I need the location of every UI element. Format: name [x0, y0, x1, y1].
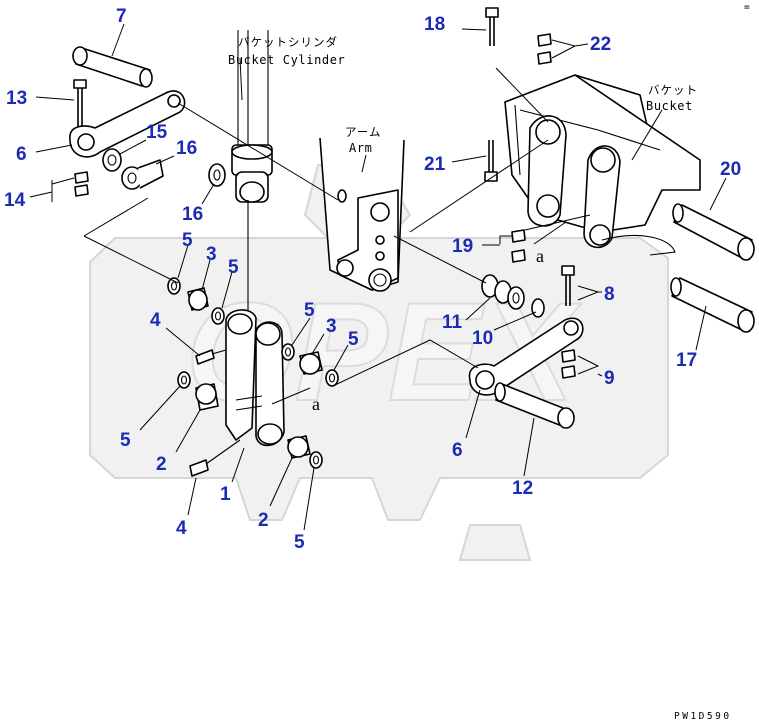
callout-16-a: 16 [176, 138, 197, 159]
callout-6-left: 6 [16, 144, 27, 165]
bucket-part [504, 74, 701, 256]
callout-21: 21 [424, 154, 446, 175]
link-6-right-part [468, 317, 584, 396]
link-1-part [225, 309, 285, 447]
corner-mark: = [744, 2, 752, 13]
callout-19: 19 [452, 236, 473, 257]
ref-mark-a-left: a [312, 394, 320, 414]
grease-fitting-4-a-part [195, 349, 227, 365]
cylinder-en-label: Bucket Cylinder [228, 53, 345, 67]
callout-22: 22 [590, 34, 611, 55]
link-6-left-part [69, 90, 186, 158]
callout-5-d: 5 [294, 532, 305, 553]
callout-1: 1 [220, 484, 231, 505]
pin-12-part [494, 382, 575, 429]
callout-7: 7 [116, 6, 127, 27]
callout-12: 12 [512, 478, 533, 499]
washer-15-part [102, 148, 122, 172]
bolt-8-part [561, 265, 575, 306]
arm-en-label: Arm [349, 141, 372, 155]
callout-10: 10 [472, 328, 493, 349]
callout-16-b: 16 [182, 204, 203, 225]
callout-20: 20 [720, 159, 741, 180]
washer-16b-part [208, 163, 226, 187]
callout-5-c: 5 [120, 430, 131, 451]
grease-fitting-4-b-part [189, 439, 241, 477]
seal-5-e-part [325, 369, 339, 387]
callout-9: 9 [604, 368, 615, 389]
bushing-2-right-part [287, 435, 311, 459]
callout-4-b: 4 [176, 518, 187, 539]
drawing-code: PW1D590 [674, 711, 732, 722]
shims-11-part [481, 274, 525, 310]
callout-5-f: 5 [348, 329, 359, 350]
seal-5-f-part [309, 451, 323, 469]
seal-5-b-part [211, 307, 225, 325]
callout-5-e: 5 [304, 300, 315, 321]
callout-3-a: 3 [206, 244, 217, 265]
bolt-18-part [485, 7, 499, 46]
leader-lines [29, 23, 727, 531]
nuts-19-part [511, 229, 526, 263]
callout-13: 13 [6, 88, 27, 109]
nuts-22-part [537, 33, 552, 65]
callout-8: 8 [604, 284, 615, 305]
callout-17: 17 [676, 350, 697, 371]
callout-2-a: 2 [156, 454, 167, 475]
cylinder-jp-label: バケットシリンダ [238, 35, 338, 49]
pin-20-part [672, 203, 755, 261]
pin-17-part [670, 277, 755, 333]
bucket-en-label: Bucket [646, 99, 693, 113]
callout-2-b: 2 [258, 510, 269, 531]
callout-15: 15 [146, 122, 168, 143]
nuts-9-part [561, 349, 576, 379]
assembly-lines [83, 67, 567, 405]
bucket-jp-label: バケット [648, 83, 698, 97]
bushing-3-left-part [187, 287, 209, 311]
arm-jp-label: アーム [345, 125, 381, 139]
callout-6-right: 6 [452, 440, 463, 461]
seal-5-d-part [281, 343, 295, 361]
callout-4-a: 4 [150, 310, 161, 331]
callout-3-b: 3 [326, 316, 337, 337]
callout-18: 18 [424, 14, 445, 35]
callout-5-a: 5 [182, 230, 193, 251]
seal-5-c-part [177, 371, 191, 389]
bushing-2-left-part [195, 383, 219, 411]
bucket-cylinder-part [231, 30, 273, 318]
bolt-21-part [484, 140, 498, 182]
seal-5-a-part [167, 277, 181, 295]
bushing-3-right-part [299, 351, 323, 375]
nuts-14-part [74, 171, 89, 197]
ref-mark-a-right: a [536, 246, 544, 266]
pin-7-part [72, 46, 153, 88]
arm-part [319, 137, 405, 292]
bolt-13-part [73, 79, 87, 128]
seal-10-part [531, 298, 545, 318]
callout-5-b: 5 [228, 257, 239, 278]
callout-11: 11 [442, 312, 463, 333]
spacer-16-part [121, 159, 164, 190]
callout-14: 14 [4, 190, 26, 211]
